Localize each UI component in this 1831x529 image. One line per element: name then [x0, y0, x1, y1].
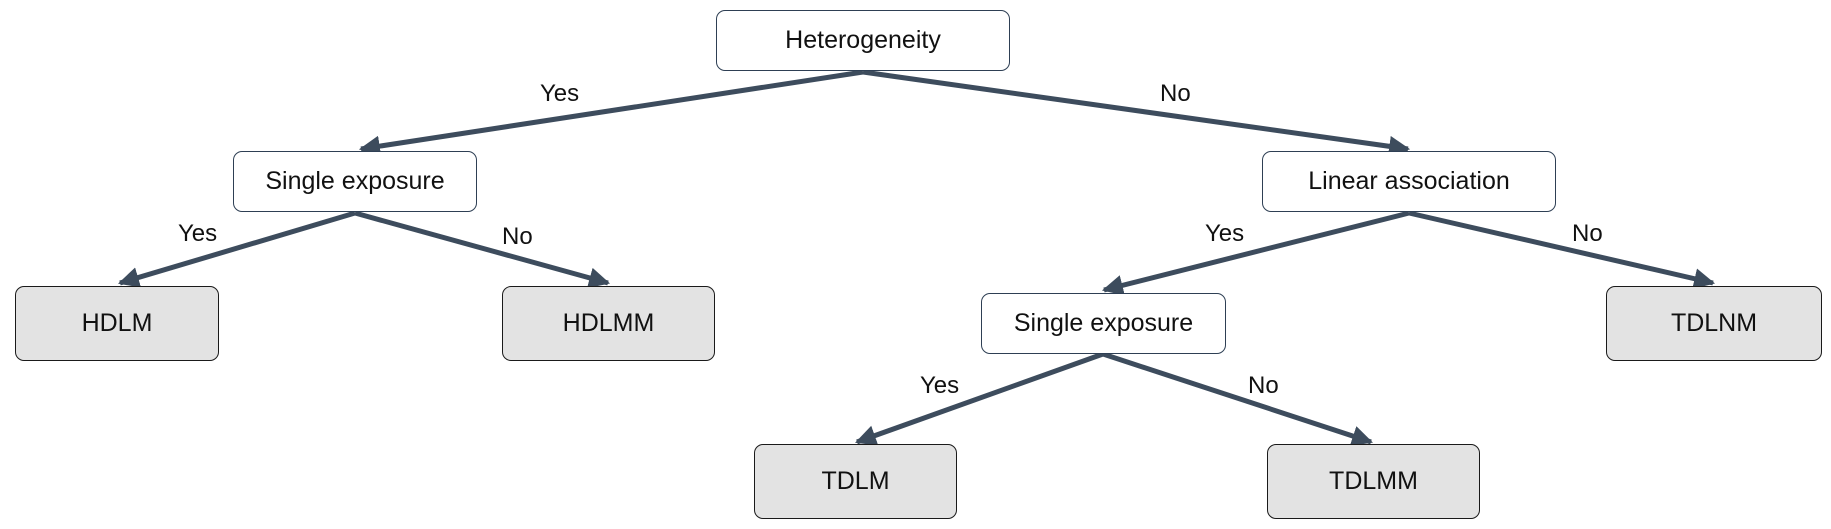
- edge-label-ser-yes: Yes: [920, 372, 960, 399]
- edge-label-ser-no: No: [1248, 372, 1279, 399]
- edge-sel-no: [354, 210, 611, 289]
- node-tdlmm: TDLMM: [1267, 444, 1480, 519]
- edge-lin-no: [1408, 210, 1716, 289]
- edge-root-no: [862, 69, 1411, 157]
- edge-label-root-no: No: [1160, 80, 1191, 107]
- node-tdlnm: TDLNM: [1606, 286, 1822, 361]
- edge-ser-no: [1102, 351, 1373, 447]
- node-heterogeneity: Heterogeneity: [716, 10, 1010, 71]
- edge-label-root-yes: Yes: [540, 80, 580, 107]
- node-hdlm: HDLM: [15, 286, 219, 361]
- edge-label-lin-no: No: [1572, 220, 1603, 247]
- node-single-exposure-left: Single exposure: [233, 151, 477, 212]
- edge-sel-yes: [117, 210, 356, 288]
- edge-ser-yes: [855, 351, 1104, 446]
- node-linear-association: Linear association: [1262, 151, 1556, 212]
- node-tdlm: TDLM: [754, 444, 957, 519]
- node-single-exposure-right: Single exposure: [981, 293, 1226, 354]
- edge-root-yes: [358, 69, 864, 157]
- edge-lin-yes: [1101, 210, 1410, 296]
- edge-label-sel-no: No: [502, 223, 533, 250]
- node-hdlmm: HDLMM: [502, 286, 715, 361]
- edge-label-lin-yes: Yes: [1205, 220, 1245, 247]
- edge-label-sel-yes: Yes: [178, 220, 218, 247]
